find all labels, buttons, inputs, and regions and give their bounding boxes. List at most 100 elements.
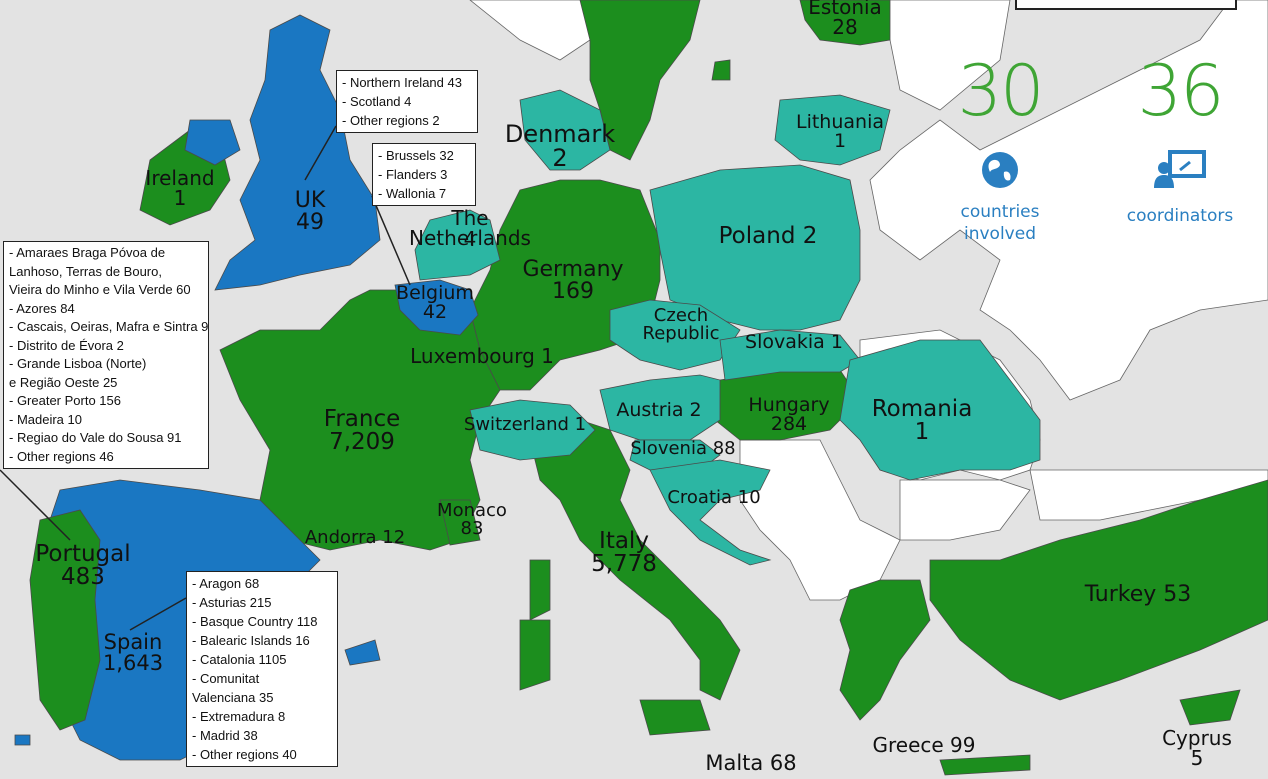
belgium-regions-box: - Brussels 32 - Flanders 3 - Wallonia 7 xyxy=(372,143,476,206)
spain-region: Valenciana 35 xyxy=(192,690,274,705)
uk-regions-box: - Northern Ireland 43 - Scotland 4 - Oth… xyxy=(336,70,478,133)
countries-value: 30 xyxy=(957,50,1044,132)
spain-region: - Basque Country 118 xyxy=(192,614,318,629)
country-name: Croatia 10 xyxy=(667,487,761,508)
country-label: Malta 68 xyxy=(705,753,796,774)
country-name: Monaco xyxy=(437,500,507,521)
spain-region: - Comunitat xyxy=(192,671,260,686)
portugal-region: - Greater Porto 156 xyxy=(9,393,121,408)
country-name: Estonia xyxy=(808,0,882,19)
country-value: 1 xyxy=(833,130,847,152)
country-name: Austria 2 xyxy=(616,399,702,421)
belgium-region: - Brussels 32 xyxy=(378,148,454,163)
portugal-region: - Azores 84 xyxy=(9,300,75,316)
country-name: Malta 68 xyxy=(705,751,797,775)
country-name: Andorra 12 xyxy=(304,527,406,548)
country-name: France xyxy=(323,406,401,432)
presenter-icon xyxy=(1154,150,1206,188)
spain-region: - Extremadura 8 xyxy=(192,709,286,724)
spain-region: - Balearic Islands 16 xyxy=(192,633,310,648)
country-label: Poland 2 xyxy=(719,225,818,248)
country-value: 49 xyxy=(296,210,324,235)
spain-region: - Catalonia 1105 xyxy=(192,652,287,667)
country-label: 4 xyxy=(464,229,477,249)
country-name: Hungary xyxy=(748,394,830,416)
belgium-region: - Wallonia 7 xyxy=(378,186,447,201)
country-name: Poland 2 xyxy=(718,223,818,249)
belgium-region: - Flanders 3 xyxy=(378,167,448,182)
country-value: 5,778 xyxy=(591,551,657,577)
country-label: Switzerland 1 xyxy=(464,416,586,434)
portugal-region: - Other regions 46 xyxy=(9,448,114,464)
portugal xyxy=(29,509,101,731)
portugal-region: - Grande Lisboa (Norte) xyxy=(9,356,147,371)
country-value: 5 xyxy=(1190,746,1204,770)
countries-stat: 30 countries involved xyxy=(940,56,1060,245)
country-value: 1,643 xyxy=(102,651,164,675)
uk-region: - Scotland 4 xyxy=(342,94,412,109)
country-value: 1 xyxy=(914,419,930,445)
coordinators-label: coordinators xyxy=(1126,206,1234,226)
country-name: Czech xyxy=(653,305,709,326)
country-name: Slovakia 1 xyxy=(745,331,843,353)
country-name: Germany xyxy=(522,257,624,282)
country-value: 83 xyxy=(460,518,484,539)
coordinators-stat: 36 coordinators xyxy=(1110,56,1250,227)
country-value: 284 xyxy=(770,413,808,435)
country-name: Turkey 53 xyxy=(1084,582,1192,607)
country-name: Slovenia 88 xyxy=(630,438,736,459)
countries-label-2: involved xyxy=(964,224,1036,245)
portugal-region: - Distrito de Évora 2 xyxy=(9,337,124,353)
portugal-region: Vieira do Minho e Vila Verde 60 xyxy=(9,282,191,297)
country-label: Luxembourg 1 xyxy=(410,346,554,366)
teal-countries xyxy=(414,89,1041,566)
spain-region: - Asturias 215 xyxy=(192,595,272,610)
country-value: Netherlands xyxy=(409,226,531,250)
portugal-regions-box: - Amaraes Braga Póvoa de Lanhoso, Terras… xyxy=(3,241,209,469)
country-label: Greece 99 xyxy=(873,735,976,755)
country-name: Portugal xyxy=(35,541,131,567)
spain-region: - Other regions 40 xyxy=(192,747,297,762)
country-value: 2 xyxy=(552,144,568,172)
green-countries xyxy=(139,0,1268,776)
globe-icon xyxy=(982,152,1018,188)
coordinators-value: 36 xyxy=(1137,50,1224,132)
country-name: Ireland xyxy=(145,166,215,190)
country-label: Andorra 12 xyxy=(305,529,405,547)
country-label: Slovenia 88 xyxy=(630,440,735,458)
portugal-region: Lanhoso, Terras de Bouro, xyxy=(9,263,162,279)
country-name: Romania xyxy=(871,396,973,422)
country-value: 4 xyxy=(463,227,477,251)
uk-region: - Northern Ireland 43 xyxy=(342,75,462,90)
country-value: 28 xyxy=(832,15,858,39)
spain-region: - Aragon 68 xyxy=(192,576,260,591)
country-label: Turkey 53 xyxy=(1085,584,1192,606)
legend-box xyxy=(1015,0,1237,10)
country-name: Luxembourg 1 xyxy=(410,344,554,368)
portugal-region: - Regiao do Vale do Sousa 91 xyxy=(9,430,182,445)
country-value: 7,209 xyxy=(329,429,395,455)
portugal-region: e Região Oeste 25 xyxy=(9,374,118,390)
country-name: Switzerland 1 xyxy=(463,414,587,435)
country-label: Slovakia 1 xyxy=(745,333,843,352)
country-name: UK xyxy=(294,188,326,213)
uk-region: - Other regions 2 xyxy=(342,113,440,128)
country-value: 1 xyxy=(173,186,187,210)
country-name: Spain xyxy=(103,630,163,654)
